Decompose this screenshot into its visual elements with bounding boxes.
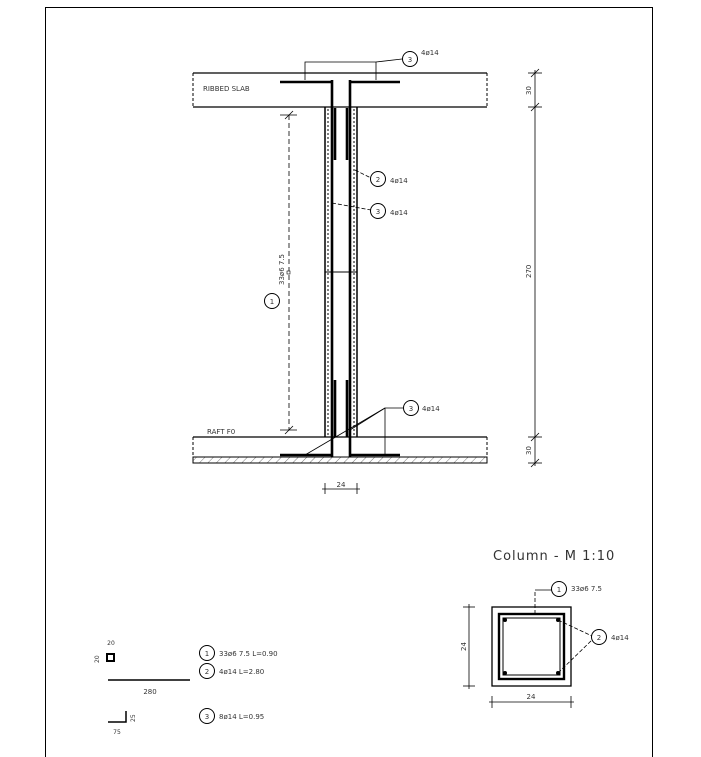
bottom-slab-label: RAFT F0 xyxy=(207,428,235,436)
width-dimension: 24 xyxy=(322,481,360,494)
straight-bar-length: 280 xyxy=(143,688,156,696)
row-2-number: 2 xyxy=(205,668,209,676)
section-dim-left: 24 xyxy=(460,642,468,651)
callout-bottom-number: 3 xyxy=(409,405,413,413)
ground-hatch xyxy=(192,456,488,464)
callout-bottom-dowels: 3 4ø14 xyxy=(304,400,440,456)
callout-top-number: 3 xyxy=(408,56,412,64)
stirrup-dim-side: 20 xyxy=(94,655,101,663)
callout-3-number: 3 xyxy=(376,208,380,216)
callout-top-text: 4ø14 xyxy=(421,49,439,57)
dim-bot-text: 30 xyxy=(525,446,533,455)
section-callout-right-number: 2 xyxy=(597,634,601,642)
hook-dim: 25 xyxy=(130,714,137,722)
height-dimensions: 30 270 30 xyxy=(525,68,542,468)
callout-1-number: 1 xyxy=(270,298,274,306)
bottom-slab: RAFT F0 xyxy=(192,428,488,464)
main-bars xyxy=(280,80,400,457)
row-1-number: 1 xyxy=(205,650,209,658)
row-3-number: 3 xyxy=(205,713,209,721)
stirrup-shape xyxy=(106,653,115,662)
sheet-frame xyxy=(45,7,653,757)
dim-top-text: 30 xyxy=(525,86,533,95)
dim-mid-text: 270 xyxy=(525,265,533,278)
column-section: Column - M 1:10 1 33ø6 7.5 2 4ø14 24 24 xyxy=(460,549,629,708)
callout-2-number: 2 xyxy=(376,176,380,184)
callout-main-bars: 2 4ø14 xyxy=(354,169,408,187)
row-3-text: 8ø14 L=0.95 xyxy=(219,713,264,721)
column-elevation: RIBBED SLAB RAFT F0 xyxy=(192,49,542,494)
row-1-text: 33ø6 7.5 L=0.90 xyxy=(219,650,278,658)
callout-2-text: 4ø14 xyxy=(390,177,408,185)
callout-lap-bars: 3 4ø14 xyxy=(331,202,408,219)
section-outline xyxy=(491,606,572,687)
stirrup-spacing-dimension: 33ø6 7.5 1 xyxy=(264,110,297,435)
section-stirrup xyxy=(497,612,566,681)
section-dim-bottom: 24 xyxy=(527,693,536,701)
hooked-bar-shape xyxy=(108,711,127,723)
top-slab-label: RIBBED SLAB xyxy=(203,85,250,93)
stirrup-dim-top: 20 xyxy=(107,640,115,647)
hook-length: 75 xyxy=(113,729,121,736)
section-callout-top-number: 1 xyxy=(557,586,561,594)
callout-3-text: 4ø14 xyxy=(390,209,408,217)
top-slab: RIBBED SLAB xyxy=(192,72,488,108)
stirrup-spacing-text: 33ø6 7.5 xyxy=(278,254,286,285)
section-title: Column - M 1:10 xyxy=(493,549,615,564)
callout-bottom-text: 4ø14 xyxy=(422,405,440,413)
callout-top-dowels: 3 4ø14 xyxy=(304,49,439,80)
section-callout-top-text: 33ø6 7.5 xyxy=(571,585,602,593)
bar-schedule: 20 20 280 25 75 1 33ø6 7.5 L=0.90 2 4ø14… xyxy=(94,640,278,736)
dim-width-text: 24 xyxy=(337,481,346,489)
section-callout-right-text: 4ø14 xyxy=(611,634,629,642)
row-2-text: 4ø14 L=2.80 xyxy=(219,668,264,676)
